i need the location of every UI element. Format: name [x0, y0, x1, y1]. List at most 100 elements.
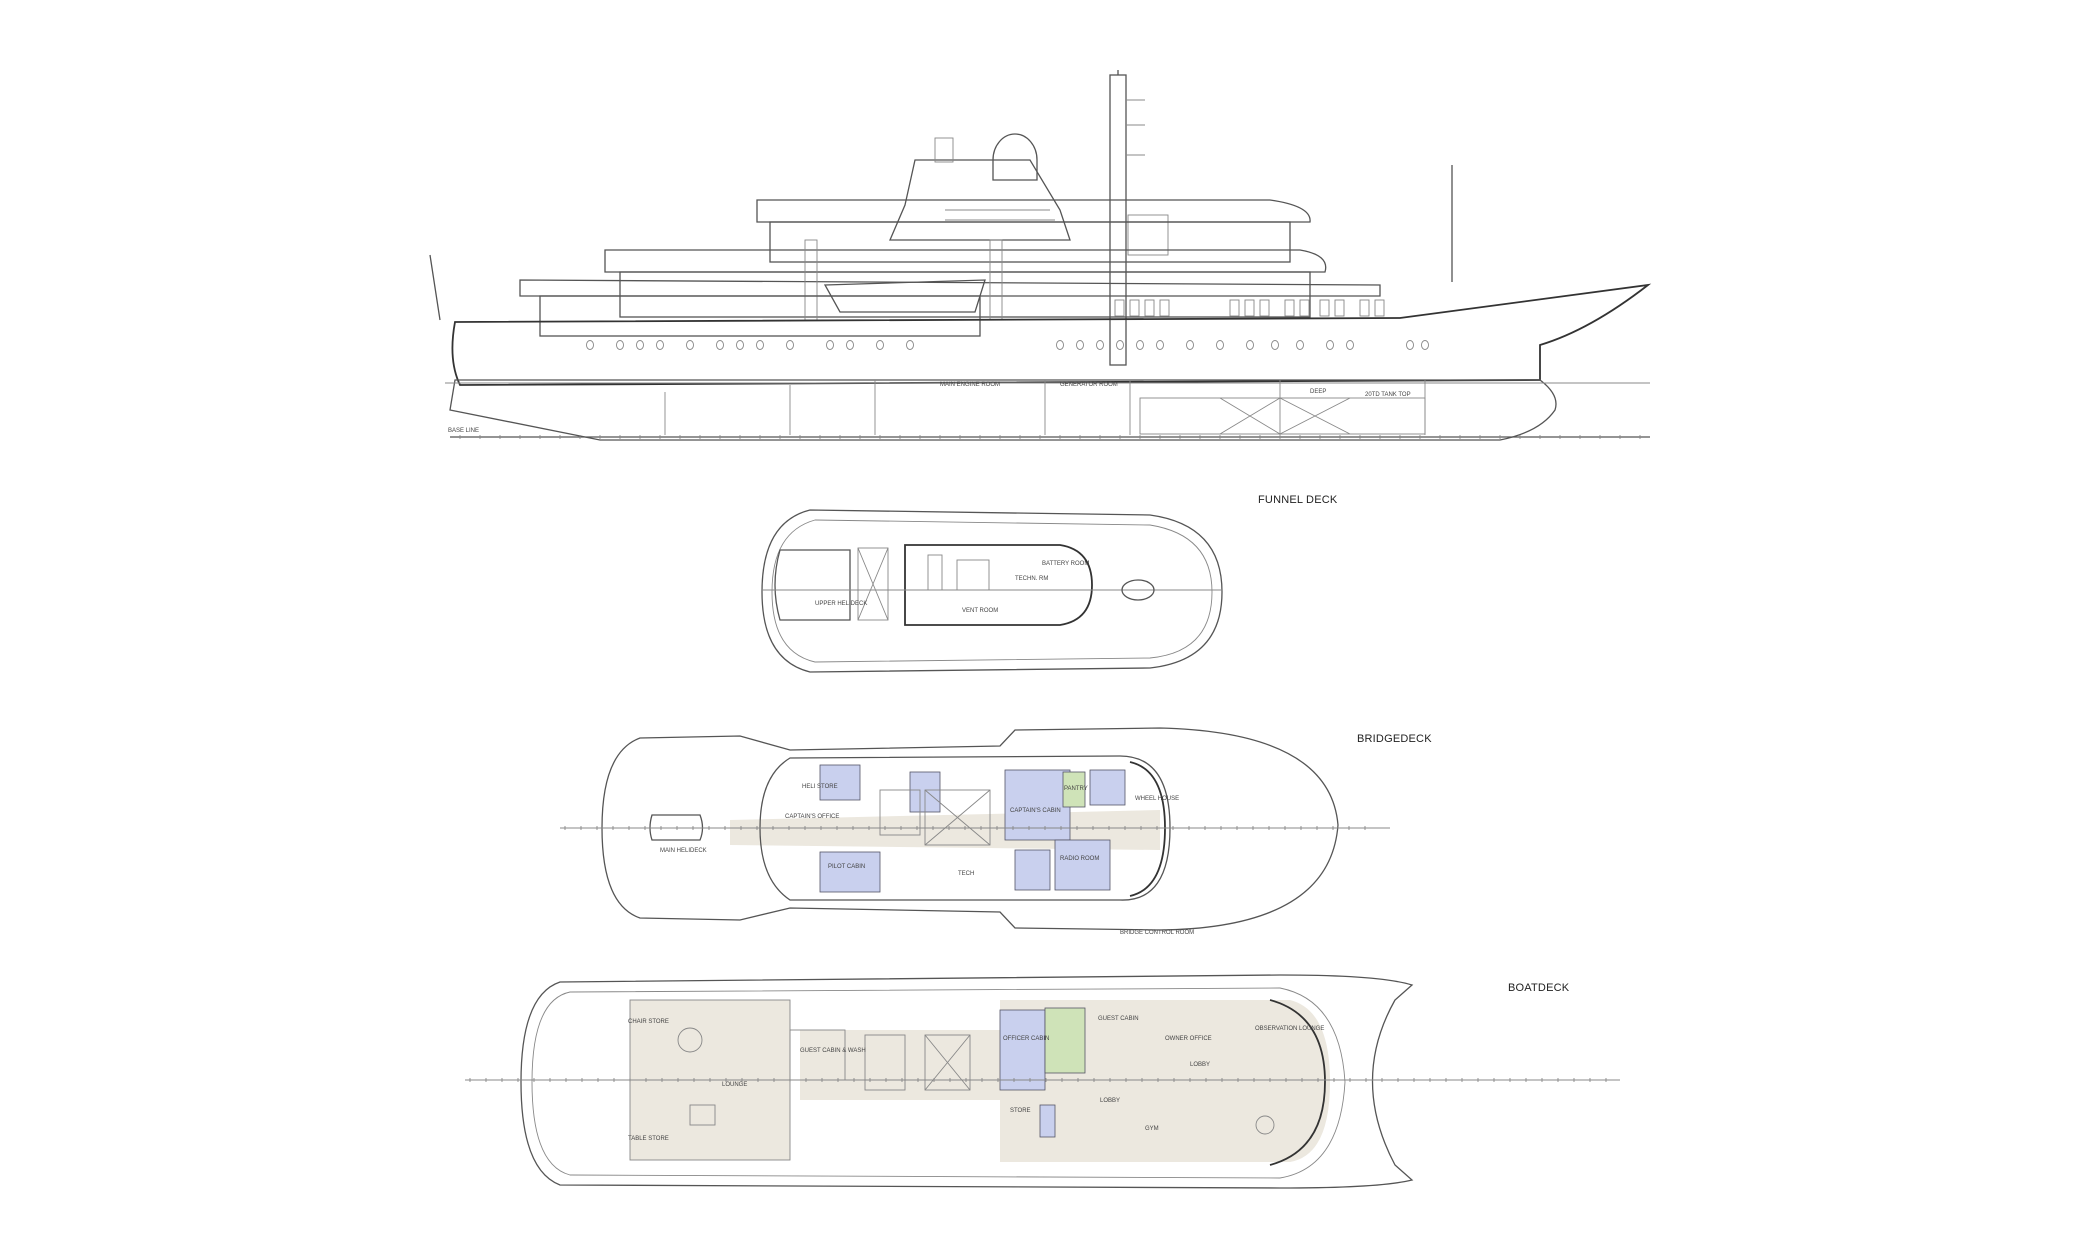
porthole — [846, 340, 854, 350]
label-owner-office: OWNER OFFICE — [1165, 1036, 1212, 1042]
pantry-area — [1062, 771, 1086, 808]
porthole — [716, 340, 724, 350]
porthole — [756, 340, 764, 350]
window — [1359, 299, 1370, 317]
helideck-marking — [649, 814, 704, 841]
stern-flagpole — [429, 254, 441, 321]
officer-cabin-area — [999, 1009, 1046, 1091]
label-radio-room: RADIO ROOM — [1060, 856, 1099, 862]
portholes — [586, 299, 1429, 350]
label-generator-room: GENERATOR ROOM — [1060, 382, 1118, 388]
label-main-engine-room: MAIN ENGINE ROOM — [940, 382, 1000, 388]
label-base-line: BASE LINE — [448, 428, 479, 434]
porthole — [1136, 340, 1144, 350]
bridge-deck-title: BRIDGEDECK — [1357, 733, 1432, 745]
lower-hull — [449, 379, 1557, 441]
boat-deck-profile — [519, 279, 1381, 297]
label-lobby-2: LOBBY — [1100, 1098, 1120, 1104]
upper-helideck — [774, 549, 851, 621]
funnel — [889, 159, 1071, 241]
label-lobby: LOBBY — [1190, 1062, 1210, 1068]
label-guest-cabin-wash: GUEST CABIN & WASH — [800, 1048, 866, 1054]
porthole — [1346, 340, 1354, 350]
label-main-helideck: MAIN HELIDECK — [660, 848, 707, 854]
porthole — [686, 340, 694, 350]
porthole — [1056, 340, 1064, 350]
hull — [451, 283, 1652, 386]
porthole — [1216, 340, 1224, 350]
label-tech: TECH — [958, 871, 974, 877]
label-officer-cabin: OFFICER CABIN — [1003, 1036, 1049, 1042]
porthole — [1076, 340, 1084, 350]
porthole — [736, 340, 744, 350]
label-upper-helideck: UPPER HELIDECK — [815, 601, 867, 607]
window — [1229, 299, 1240, 317]
label-pantry: PANTRY — [1064, 786, 1088, 792]
label-vent-room: VENT ROOM — [962, 608, 998, 614]
label-battery-room: BATTERY ROOM — [1042, 561, 1089, 567]
window — [1144, 299, 1155, 317]
window — [1114, 299, 1125, 317]
porthole — [1246, 340, 1254, 350]
window — [1244, 299, 1255, 317]
label-bridge-control-room: BRIDGE CONTROL ROOM — [1120, 930, 1194, 936]
bridge-deckhouse — [759, 755, 1171, 901]
porthole — [1096, 340, 1104, 350]
window — [1284, 299, 1295, 317]
funnel-deckhouse — [904, 544, 1093, 626]
boat-deck-title: BOATDECK — [1508, 982, 1570, 994]
porthole — [1406, 340, 1414, 350]
radome — [992, 133, 1038, 181]
porthole — [1271, 340, 1279, 350]
window — [1334, 299, 1345, 317]
label-pilot-cabin: PILOT CABIN — [828, 864, 865, 870]
label-observation-lounge: OBSERVATION LOUNGE — [1255, 1026, 1324, 1032]
label-deep: DEEP — [1310, 389, 1326, 395]
window — [1159, 299, 1170, 317]
porthole — [786, 340, 794, 350]
machinery-spaces — [664, 380, 1426, 435]
label-technical-room: TECHN. RM — [1015, 576, 1048, 582]
frame-scale — [459, 435, 1641, 439]
frame-scale — [469, 1078, 1607, 1082]
porthole — [1326, 340, 1334, 350]
bridge-deck-profile — [604, 249, 1327, 273]
window — [1259, 299, 1270, 317]
porthole — [906, 340, 914, 350]
window — [1129, 299, 1140, 317]
porthole — [1116, 340, 1124, 350]
label-guest-cabin: GUEST CABIN — [1098, 1016, 1139, 1022]
porthole — [616, 340, 624, 350]
tender-boat — [823, 279, 986, 313]
side-profile: MAIN ENGINE ROOM GENERATOR ROOM DEEP 20T… — [429, 70, 1652, 441]
label-store: STORE — [1010, 1108, 1031, 1114]
label-heli-store: HELI STORE — [802, 784, 838, 790]
label-table-store: TABLE STORE — [628, 1136, 669, 1142]
label-tank-top: 20TD TANK TOP — [1365, 392, 1411, 398]
sun-deck — [756, 199, 1311, 223]
label-captains-cabin: CAPTAIN'S CABIN — [1010, 808, 1061, 814]
porthole — [1421, 340, 1429, 350]
label-wheel-house: WHEEL HOUSE — [1135, 796, 1179, 802]
window — [1319, 299, 1330, 317]
radio-room-area — [1054, 839, 1111, 891]
window — [1374, 299, 1385, 317]
label-captains-office: CAPTAIN'S OFFICE — [785, 814, 839, 820]
boat-deck-plan: LOUNGE CHAIR STORE TABLE STORE GUEST CAB… — [465, 974, 1620, 1189]
window — [1299, 299, 1310, 317]
main-mast — [1109, 74, 1127, 366]
porthole — [1296, 340, 1304, 350]
funnel-deck-plan: UPPER HELIDECK VENT ROOM TECHN. RM BATTE… — [761, 494, 1338, 673]
label-lounge: LOUNGE — [722, 1082, 747, 1088]
captains-cabin-area — [1004, 769, 1071, 841]
porthole — [1186, 340, 1194, 350]
porthole — [636, 340, 644, 350]
porthole — [656, 340, 664, 350]
porthole — [586, 340, 594, 350]
porthole — [826, 340, 834, 350]
frame-scale — [564, 826, 1366, 830]
label-chair-store: CHAIR STORE — [628, 1019, 669, 1025]
porthole — [1156, 340, 1164, 350]
funnel-deck-title: FUNNEL DECK — [1258, 494, 1338, 506]
